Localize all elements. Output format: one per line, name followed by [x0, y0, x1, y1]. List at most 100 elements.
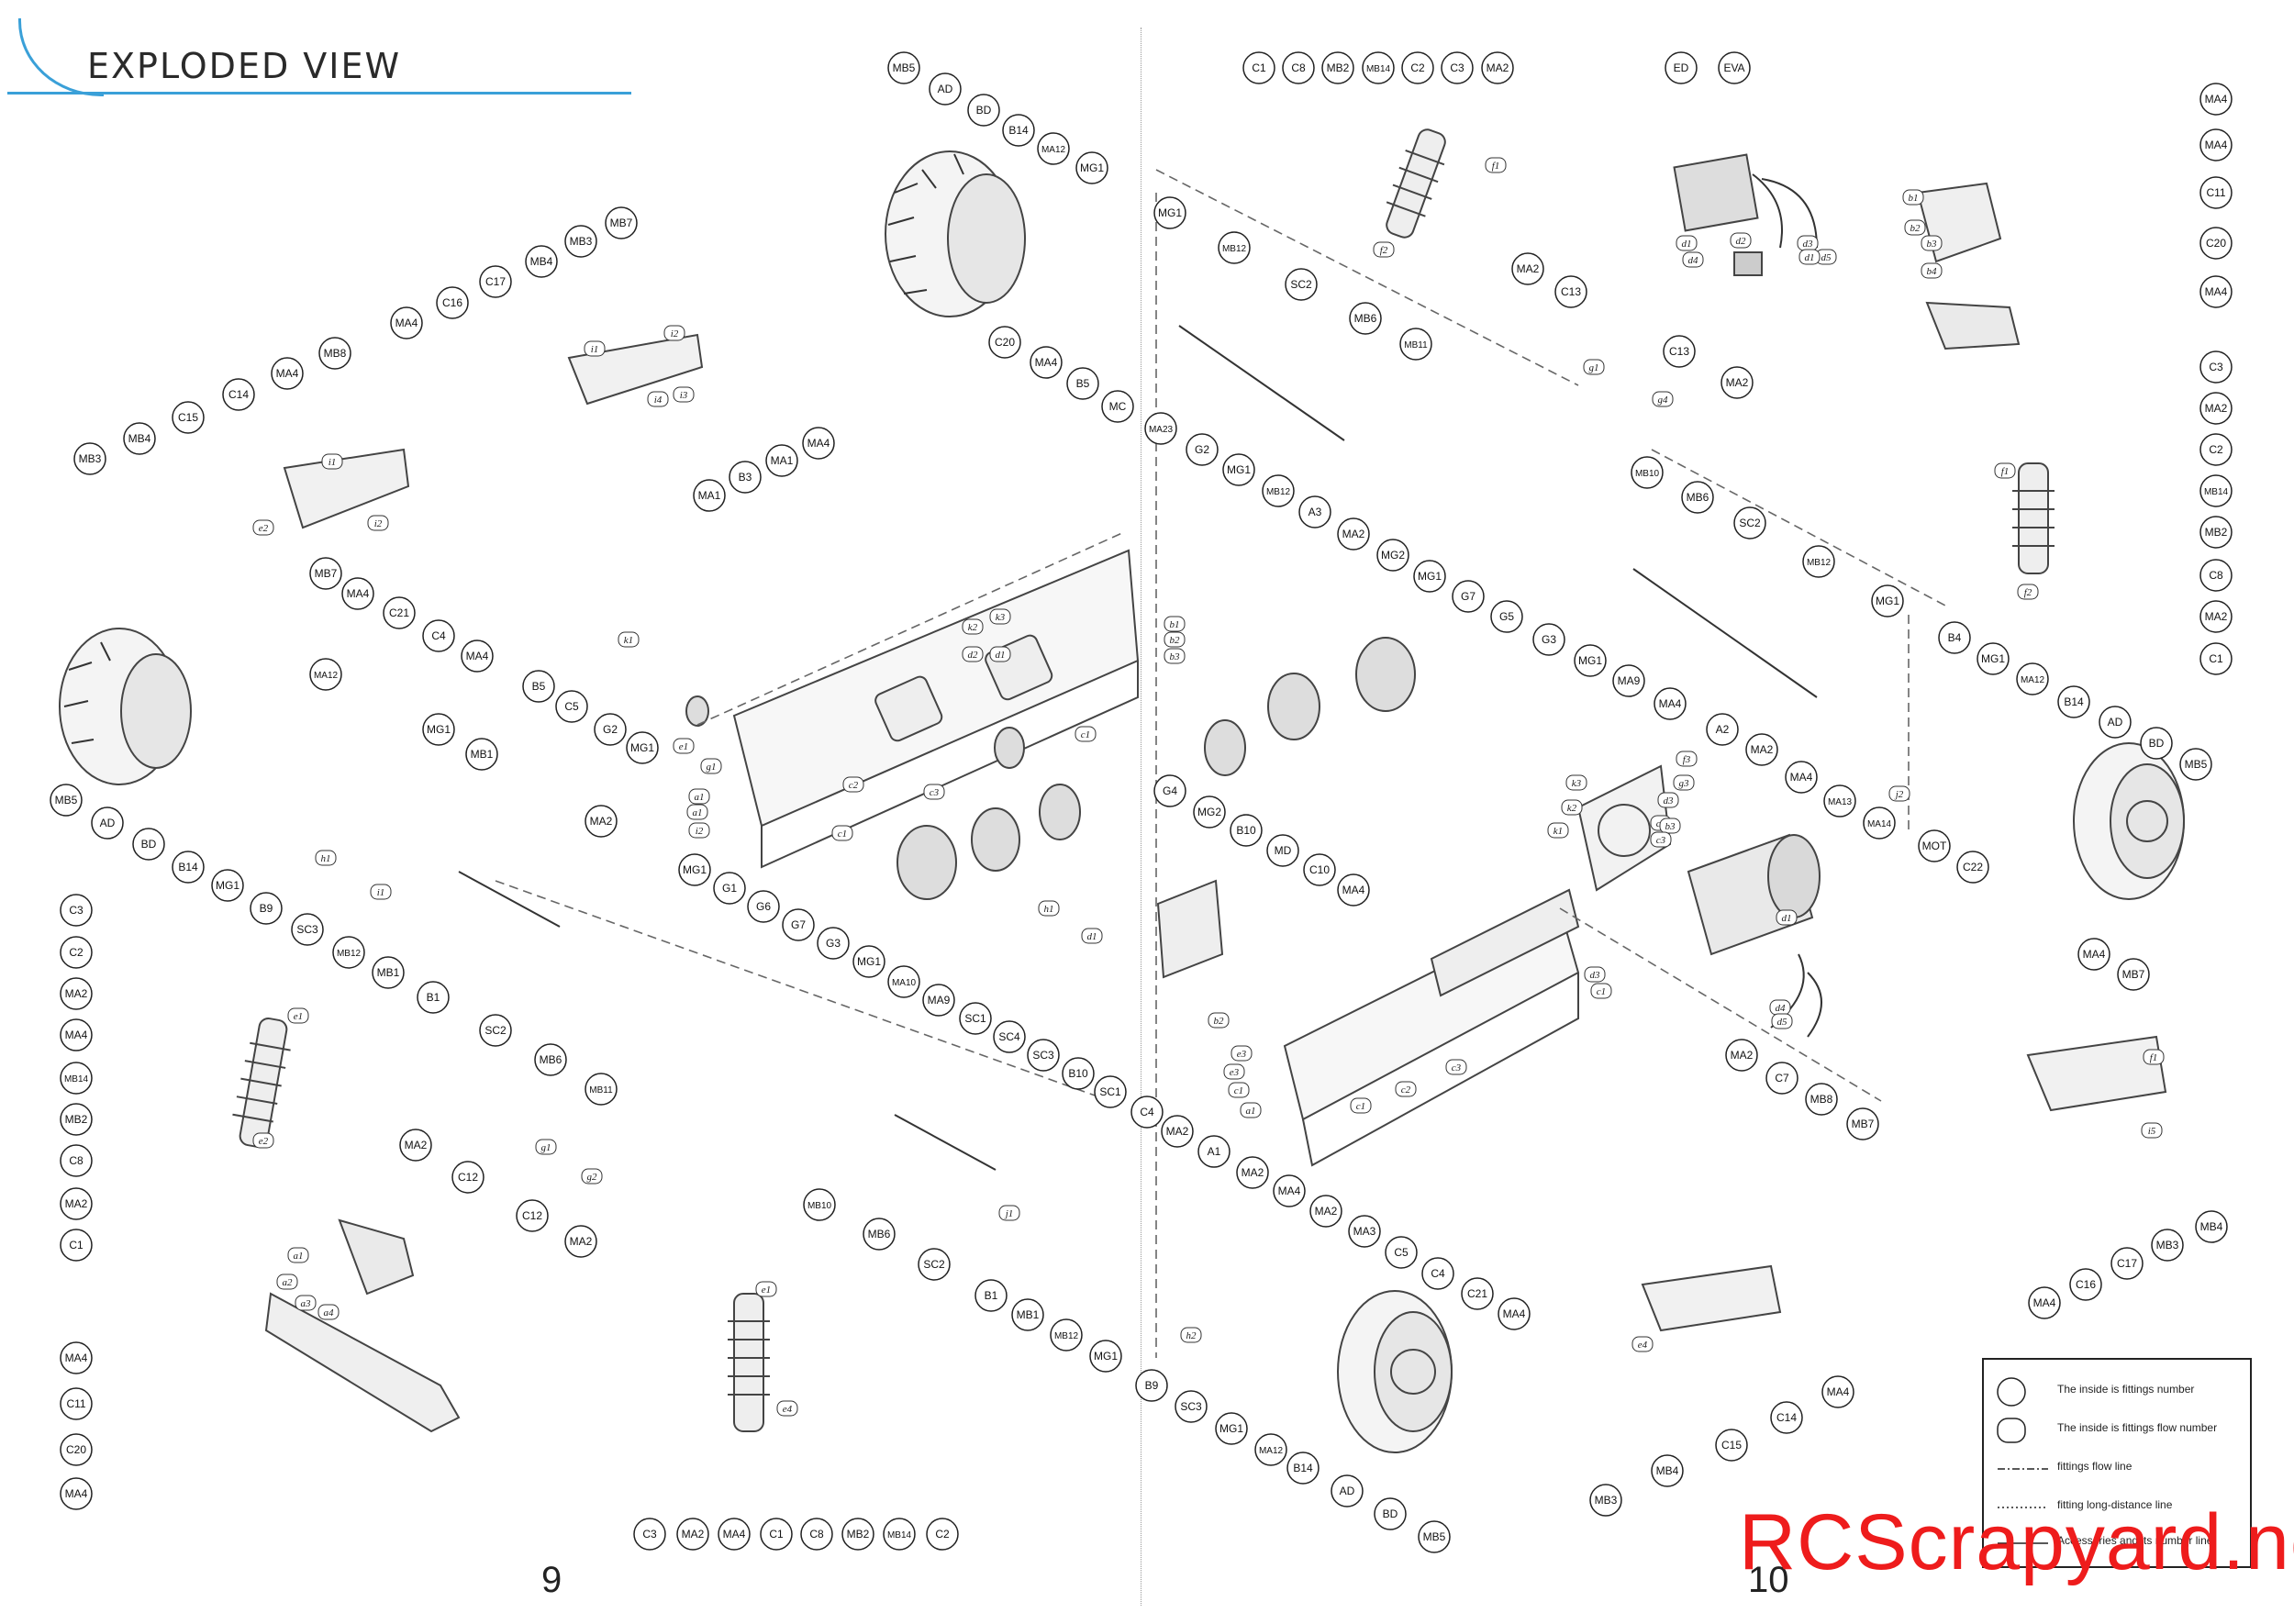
flow-callout: g1	[700, 758, 722, 774]
part-callout-label: C5	[1394, 1246, 1409, 1259]
part-callout-circle	[1452, 580, 1485, 613]
flow-callout-label: b3	[1170, 651, 1181, 662]
flow-callout: h2	[1180, 1327, 1202, 1343]
flow-callout-label: e2	[259, 523, 269, 534]
part-callout-label: C21	[389, 606, 409, 619]
part-callout: MA4	[2199, 128, 2233, 161]
part-callout-circle	[1266, 834, 1299, 867]
part-callout-label: C3	[2209, 361, 2223, 373]
part-callout-circle	[1303, 853, 1336, 886]
part-callout-circle	[1062, 1057, 1095, 1090]
flow-callout: d2	[1730, 232, 1752, 249]
flow-callout-label: f2	[2024, 587, 2032, 598]
chassis-left	[732, 549, 1140, 869]
part-callout-label: C11	[2206, 186, 2225, 199]
part-callout-label: MG2	[1197, 806, 1221, 818]
flow-callout: j1	[998, 1205, 1020, 1221]
flow-callout: e1	[287, 1007, 309, 1024]
flow-callout-box	[1771, 1013, 1793, 1029]
part-callout: B1	[417, 981, 450, 1014]
part-callout-circle	[594, 713, 627, 746]
flow-callout-label: b2	[1910, 223, 1921, 234]
flow-callout: c1	[1350, 1097, 1372, 1114]
flow-callout: f1	[1994, 462, 2016, 479]
flow-callout-label: d1	[1682, 239, 1692, 250]
part-callout-label: C3	[642, 1528, 657, 1541]
part-callout-circle	[1977, 642, 2010, 675]
part-callout-label: C7	[1775, 1072, 1789, 1085]
part-callout: G7	[1452, 580, 1485, 613]
part-callout-label: MB14	[2204, 487, 2229, 497]
part-callout-circle	[1385, 1236, 1418, 1269]
part-callout: MG1	[852, 945, 885, 978]
part-callout: SC3	[1027, 1039, 1060, 1072]
flow-callout: b2	[1208, 1012, 1230, 1029]
part-callout-circle	[1153, 774, 1186, 807]
part-callout-label: B1	[985, 1289, 998, 1302]
part-callout-label: B14	[178, 861, 198, 873]
part-callout-label: MB5	[1423, 1530, 1446, 1543]
esc-unit	[1673, 153, 1818, 276]
flow-callout-label: e1	[294, 1011, 303, 1022]
part-callout-circle	[1348, 1215, 1381, 1248]
flow-callout-label: f1	[2001, 466, 2010, 477]
part-callout: G5	[1490, 600, 1523, 633]
part-callout: MA13	[1823, 784, 1856, 818]
part-callout-label: C15	[1721, 1439, 1742, 1452]
part-callout-circle	[479, 1014, 512, 1047]
part-callout-circle	[1066, 367, 1099, 400]
part-callout-circle	[1401, 51, 1434, 84]
part-callout-circle	[626, 731, 659, 764]
part-callout: C15	[1715, 1429, 1748, 1462]
part-callout: MB2	[841, 1518, 874, 1551]
flow-callout-label: a1	[695, 792, 705, 803]
part-callout-circle	[1421, 1257, 1454, 1290]
part-callout: B5	[522, 670, 555, 703]
flow-callout-label: d1	[996, 650, 1006, 661]
part-callout: BD	[132, 828, 165, 861]
part-callout-circle	[2199, 350, 2233, 384]
part-callout-label: MG1	[427, 723, 451, 736]
part-callout-label: MG1	[1094, 1350, 1118, 1363]
part-callout: MB11	[1399, 328, 1432, 361]
flow-callout-label: a1	[1246, 1106, 1256, 1117]
part-callout-circle	[417, 981, 450, 1014]
part-callout: MB3	[73, 442, 106, 475]
part-callout: C22	[1956, 851, 1989, 884]
part-callout-label: C10	[1309, 863, 1330, 876]
part-callout-circle	[1218, 231, 1251, 264]
flow-callout-box	[673, 738, 695, 754]
part-callout-circle	[1532, 623, 1565, 656]
part-callout: MA1	[765, 444, 798, 477]
flow-callout: a2	[276, 1274, 298, 1290]
part-callout-circle	[60, 1062, 93, 1095]
part-callout: MA2	[60, 977, 93, 1010]
part-callout-circle	[918, 1248, 951, 1281]
part-callout-circle	[1242, 51, 1275, 84]
part-callout-circle	[841, 1518, 874, 1551]
part-callout-circle	[1681, 481, 1714, 514]
flow-callout-label: k2	[1567, 803, 1577, 814]
part-callout-circle	[50, 784, 83, 817]
part-callout-circle	[60, 1387, 93, 1420]
part-callout-circle	[534, 1043, 567, 1076]
part-callout-circle	[2179, 748, 2212, 781]
part-callout-circle	[2199, 227, 2233, 260]
flow-callout: c1	[1590, 983, 1612, 999]
part-callout-label: MB6	[1354, 312, 1377, 325]
part-callout-label: MA4	[1035, 356, 1058, 369]
part-callout-label: C13	[1669, 345, 1689, 358]
part-callout-circle	[2199, 642, 2233, 675]
part-callout-circle	[461, 640, 494, 673]
flow-callout: b3	[1659, 818, 1681, 834]
part-callout: B14	[2057, 685, 2090, 718]
part-callout: MG1	[1871, 584, 1904, 617]
part-callout: MB4	[2195, 1210, 2228, 1243]
part-callout-label: AD	[1340, 1485, 1355, 1497]
part-callout-circle	[1665, 51, 1698, 84]
flow-callout: f1	[2143, 1049, 2165, 1065]
part-callout-circle	[555, 690, 588, 723]
part-callout-label: MB3	[2156, 1239, 2179, 1251]
flow-callout-label: i1	[329, 457, 337, 468]
flow-callout-label: c1	[1356, 1101, 1365, 1112]
